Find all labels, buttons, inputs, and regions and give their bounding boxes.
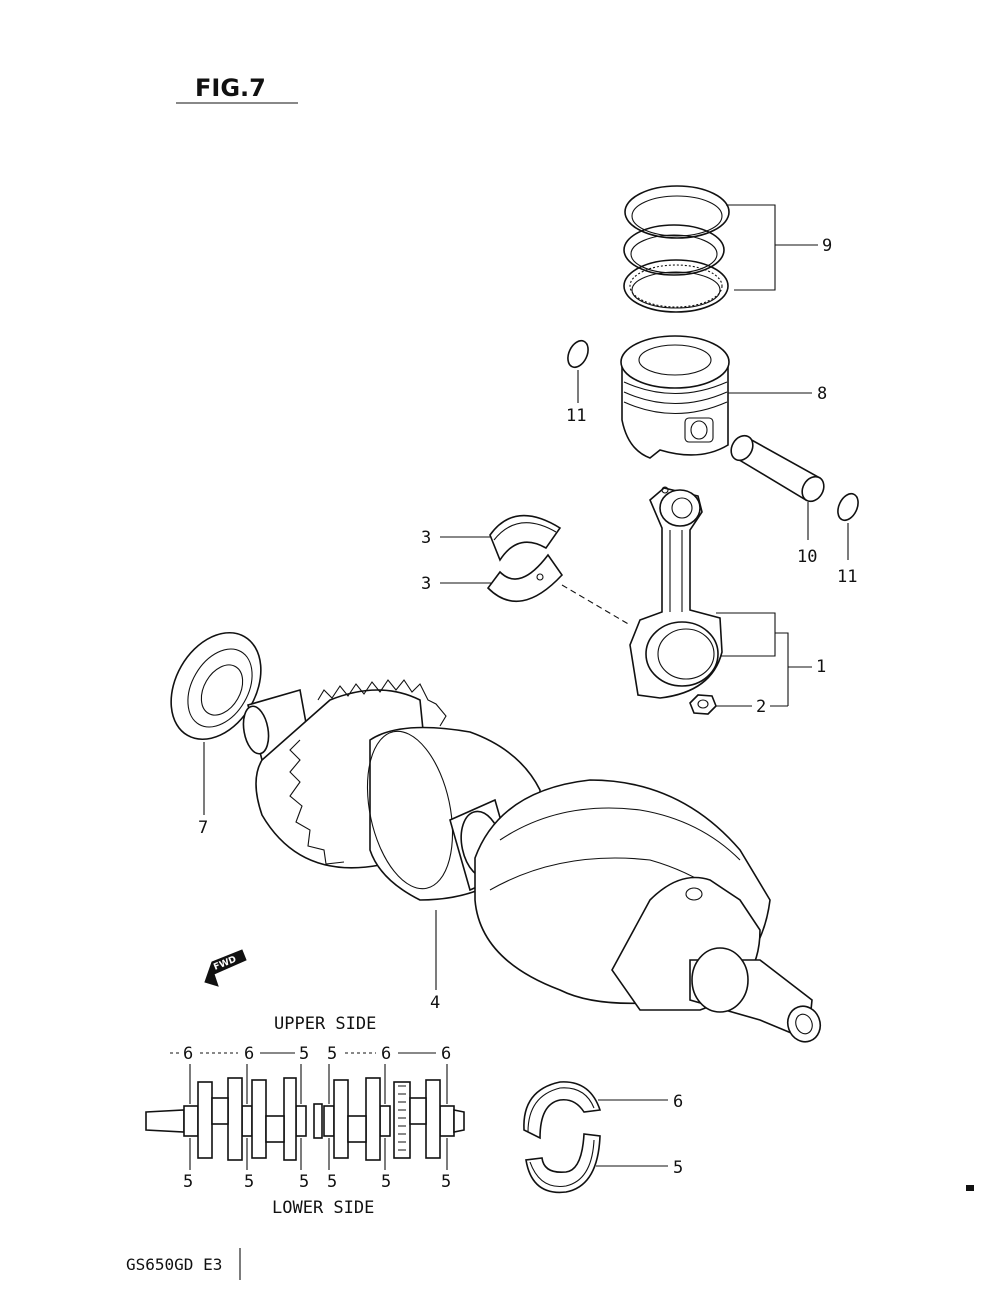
lower-side-label: LOWER SIDE (272, 1198, 374, 1218)
lower-mark-1: 5 (183, 1172, 193, 1192)
fwd-arrow-icon: FWD (204, 949, 247, 987)
lower-mark-3: 5 (299, 1172, 309, 1192)
mini-crankshaft-diagram (145, 1077, 465, 1161)
scan-mark (966, 1185, 974, 1191)
conrod-nut (689, 694, 717, 715)
journal-arrows (189, 1064, 448, 1170)
fwd-label: FWD (212, 955, 238, 973)
model-code: GS650GD E3 (126, 1255, 222, 1274)
upper-mark-4: 5 (327, 1044, 337, 1064)
upper-mark-6: 6 (441, 1044, 451, 1064)
callout-4: 4 (430, 993, 440, 1013)
crankshaft (242, 679, 822, 1043)
callout-11-right: 11 (837, 567, 857, 587)
assembly-line (561, 584, 631, 626)
callout-3-lower: 3 (421, 574, 431, 594)
upper-mark-2: 6 (244, 1044, 254, 1064)
figure-title: FIG.7 (195, 74, 266, 102)
callout-3-upper: 3 (421, 528, 431, 548)
upper-journal-marks: 6 6 5 5 6 6 (183, 1044, 451, 1064)
callout-9: 9 (822, 236, 832, 256)
upper-side-label: UPPER SIDE (274, 1014, 376, 1034)
upper-mark-5: 6 (381, 1044, 391, 1064)
conrod-bearing-upper (489, 514, 562, 562)
piston-rings (623, 185, 730, 313)
conrod-bearing-lower (486, 553, 564, 603)
lower-mark-5: 5 (381, 1172, 391, 1192)
callout-7: 7 (198, 818, 208, 838)
lower-mark-2: 5 (244, 1172, 254, 1192)
callout-8: 8 (817, 384, 827, 404)
rings-bracket (726, 204, 776, 291)
lower-journal-marks: 5 5 5 5 5 5 (183, 1172, 451, 1192)
piston (620, 335, 730, 459)
piston-pin (730, 434, 825, 503)
callout-6: 6 (673, 1092, 683, 1112)
lower-mark-6: 5 (441, 1172, 451, 1192)
callout-2: 2 (756, 697, 766, 717)
conrod-bracket (716, 612, 776, 657)
callout-10: 10 (797, 547, 817, 567)
piston-pin-clip-right (837, 492, 859, 522)
lower-mark-4: 5 (327, 1172, 337, 1192)
connecting-rod (629, 486, 723, 699)
upper-mark-1: 6 (183, 1044, 193, 1064)
piston-pin-clip-left (567, 339, 589, 369)
callout-5: 5 (673, 1158, 683, 1178)
callout-11-left: 11 (566, 406, 586, 426)
callout-1: 1 (816, 657, 826, 677)
conrod-bracket-vertical (775, 632, 789, 706)
journal-bearing-lower (525, 1133, 601, 1194)
upper-mark-3: 5 (299, 1044, 309, 1064)
journal-bearing-upper (523, 1081, 602, 1140)
